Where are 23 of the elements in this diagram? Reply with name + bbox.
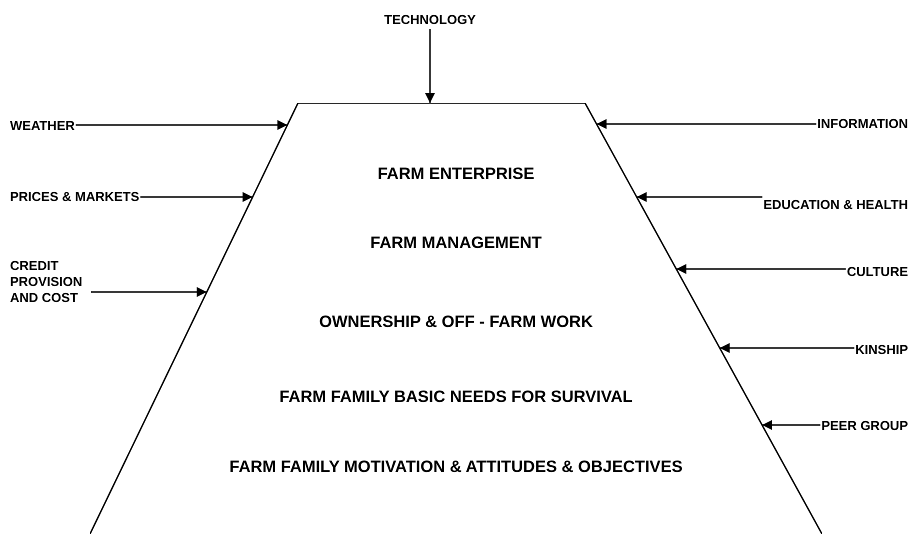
factor-label: PEER GROUP (821, 418, 908, 434)
factor-label: WEATHER (10, 118, 75, 134)
arrow (720, 343, 854, 353)
arrow (76, 120, 288, 130)
factor-label: TECHNOLOGY (384, 12, 476, 28)
layer-label: FARM ENTERPRISE (378, 165, 534, 184)
arrow (140, 192, 253, 202)
factor-label: CULTURE (846, 264, 908, 280)
arrow (676, 264, 846, 274)
arrow (91, 287, 207, 297)
factor-label: INFORMATION (817, 116, 908, 132)
factor-label: EDUCATION & HEALTH (763, 197, 908, 213)
layer-label: FARM FAMILY BASIC NEEDS FOR SURVIVAL (279, 388, 633, 407)
factor-label: KINSHIP (855, 342, 908, 358)
layer-label: OWNERSHIP & OFF - FARM WORK (319, 313, 593, 332)
arrow (425, 29, 435, 103)
factor-label: PRICES & MARKETS (10, 189, 140, 205)
layer-label: FARM FAMILY MOTIVATION & ATTITUDES & OBJECTIVES (229, 458, 683, 477)
layer-label: FARM MANAGEMENT (370, 234, 542, 253)
arrow (762, 420, 820, 430)
arrow (596, 119, 816, 129)
arrow (636, 192, 762, 202)
factor-label: CREDIT PROVISION AND COST (10, 258, 90, 306)
